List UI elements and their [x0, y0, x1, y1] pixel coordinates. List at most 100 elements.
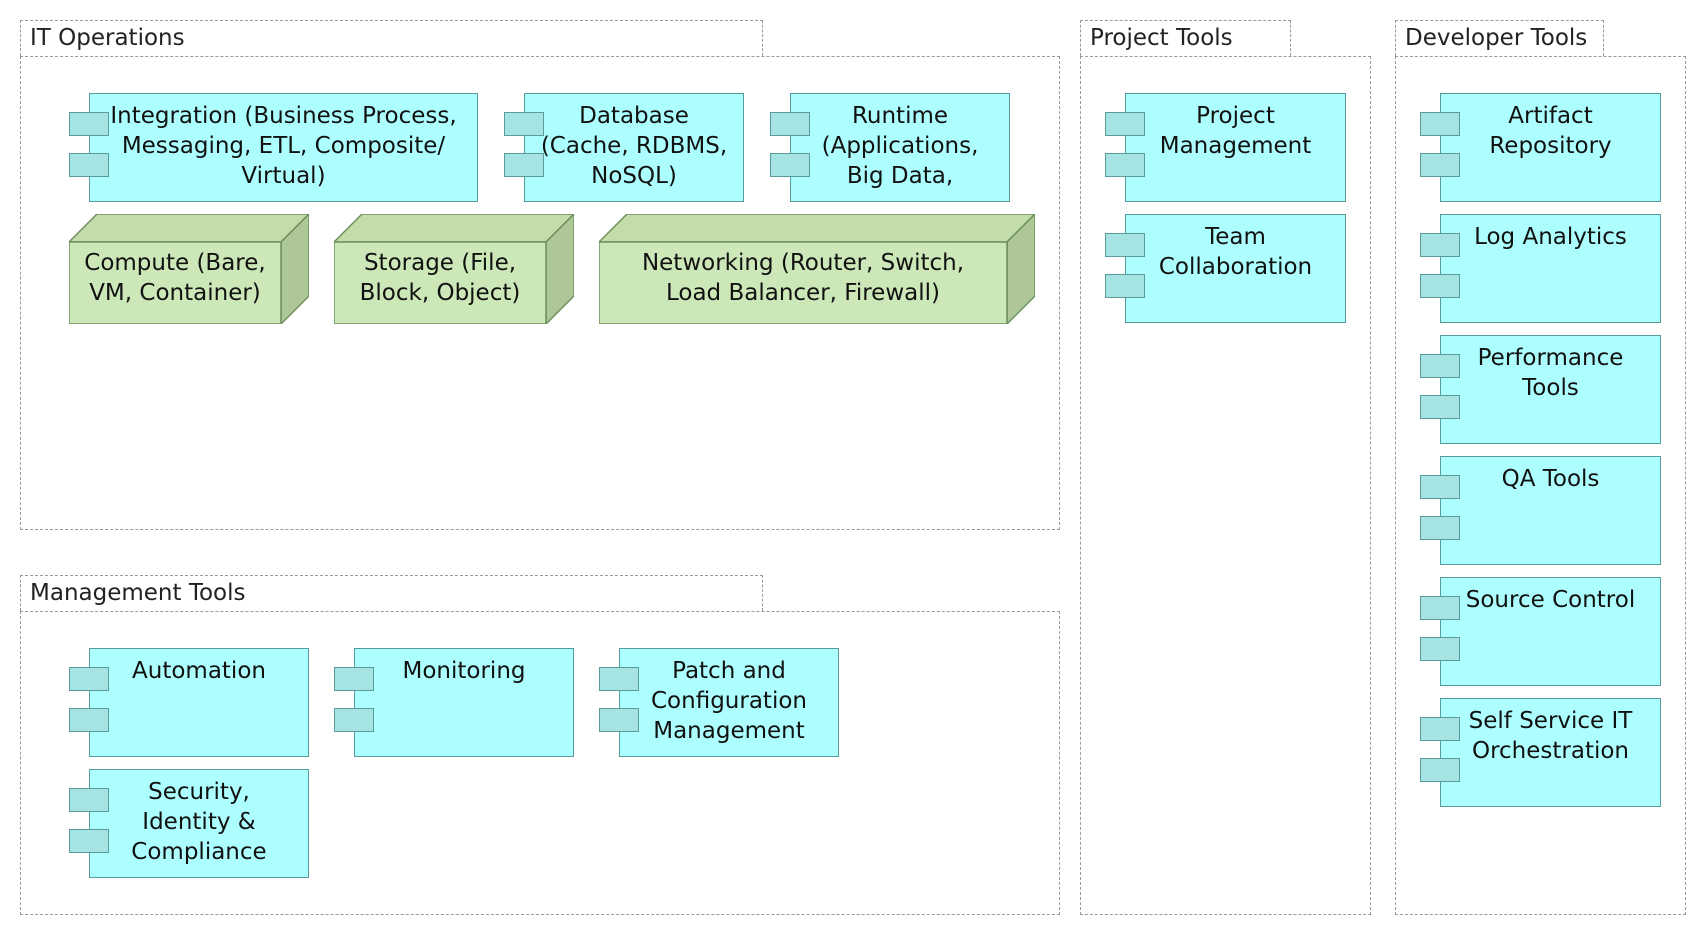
group-developer-tools: Developer Tools — [1395, 20, 1686, 915]
node-label: Compute (Bare, VM, Container) — [84, 250, 266, 306]
component-port-icon — [770, 112, 810, 136]
component-log-analytics: Log Analytics — [1420, 214, 1661, 323]
group-title: Developer Tools — [1405, 25, 1588, 51]
component-label: Performance Tools — [1477, 345, 1624, 401]
component-project-management: Project Management — [1105, 93, 1346, 202]
component-port-icon — [1420, 717, 1460, 741]
node-box-shape — [69, 214, 309, 324]
component-port-icon — [1420, 153, 1460, 177]
group-title: Management Tools — [30, 580, 246, 606]
group-it-operations: IT Operations — [20, 20, 1060, 530]
component-port-icon — [504, 153, 544, 177]
group-project-tools: Project Tools — [1080, 20, 1371, 915]
component-port-icon — [1420, 395, 1460, 419]
component-port-icon — [1420, 112, 1460, 136]
component-port-icon — [1420, 596, 1460, 620]
component-port-icon — [770, 153, 810, 177]
node-compute: Compute (Bare, VM, Container) — [69, 214, 309, 324]
component-qa-tools: QA Tools — [1420, 456, 1661, 565]
component-security: Security, Identity & Compliance — [69, 769, 309, 878]
group-title: Project Tools — [1090, 25, 1233, 51]
component-label: Team Collaboration — [1158, 224, 1313, 280]
group-tab: Developer Tools — [1395, 20, 1604, 56]
node-box-shape — [334, 214, 574, 324]
component-self-service: Self Service IT Orchestration — [1420, 698, 1661, 807]
component-body — [1125, 93, 1346, 202]
group-tab: Management Tools — [20, 575, 763, 611]
component-port-icon — [1420, 354, 1460, 378]
component-body — [89, 93, 478, 202]
component-label: Monitoring — [402, 658, 526, 684]
component-monitoring: Monitoring — [334, 648, 574, 757]
group-frame — [1080, 56, 1371, 915]
node-label: Networking (Router, Switch, Load Balance… — [641, 250, 965, 306]
component-body — [1440, 335, 1661, 444]
component-port-icon — [1105, 153, 1145, 177]
component-team-collaboration: Team Collaboration — [1105, 214, 1346, 323]
component-label: Integration (Business Process, Messaging… — [110, 103, 457, 189]
component-port-icon — [599, 708, 639, 732]
component-label: Runtime (Applications, Big Data, — [821, 103, 979, 189]
component-body — [1440, 214, 1661, 323]
component-performance-tools: Performance Tools — [1420, 335, 1661, 444]
component-body — [354, 648, 574, 757]
component-port-icon — [69, 153, 109, 177]
component-port-icon — [1420, 233, 1460, 257]
node-label: Storage (File, Block, Object) — [359, 250, 521, 306]
component-port-icon — [1420, 637, 1460, 661]
component-port-icon — [504, 112, 544, 136]
component-database: Database (Cache, RDBMS, NoSQL) — [504, 93, 744, 202]
component-port-icon — [69, 667, 109, 691]
component-label: Source Control — [1465, 587, 1636, 613]
component-body — [619, 648, 839, 757]
component-port-icon — [69, 112, 109, 136]
component-port-icon — [1420, 758, 1460, 782]
component-body — [790, 93, 1010, 202]
component-body — [524, 93, 744, 202]
component-source-control: Source Control — [1420, 577, 1661, 686]
group-frame — [1395, 56, 1686, 915]
component-label: Log Analytics — [1474, 224, 1627, 250]
component-label: Project Management — [1159, 103, 1312, 159]
component-port-icon — [69, 829, 109, 853]
component-port-icon — [1105, 233, 1145, 257]
node-networking: Networking (Router, Switch, Load Balance… — [599, 214, 1035, 324]
component-port-icon — [1105, 274, 1145, 298]
component-label: Automation — [132, 658, 266, 684]
component-patch-configuration: Patch and Configuration Management — [599, 648, 839, 757]
component-port-icon — [69, 788, 109, 812]
group-frame — [20, 56, 1060, 530]
component-port-icon — [1420, 274, 1460, 298]
component-body — [89, 769, 309, 878]
component-automation: Automation — [69, 648, 309, 757]
component-label: Self Service IT Orchestration — [1468, 708, 1633, 764]
component-port-icon — [1105, 112, 1145, 136]
component-body — [1440, 93, 1661, 202]
component-port-icon — [1420, 475, 1460, 499]
group-tab: Project Tools — [1080, 20, 1291, 56]
component-body — [1440, 456, 1661, 565]
group-frame — [20, 611, 1060, 915]
node-box-shape — [599, 214, 1035, 324]
component-body — [1440, 577, 1661, 686]
component-runtime: Runtime (Applications, Big Data, — [770, 93, 1010, 202]
component-label: Database (Cache, RDBMS, NoSQL) — [540, 103, 728, 189]
component-port-icon — [334, 708, 374, 732]
component-body — [1125, 214, 1346, 323]
group-title: IT Operations — [30, 25, 185, 51]
node-storage: Storage (File, Block, Object) — [334, 214, 574, 324]
component-port-icon — [334, 667, 374, 691]
group-tab: IT Operations — [20, 20, 763, 56]
group-management-tools: Management Tools — [20, 575, 1060, 915]
component-label: QA Tools — [1501, 466, 1600, 492]
component-label: Patch and Configuration Management — [651, 658, 807, 744]
component-body — [1440, 698, 1661, 807]
component-port-icon — [599, 667, 639, 691]
component-artifact-repository: Artifact Repository — [1420, 93, 1661, 202]
component-label: Security, Identity & Compliance — [131, 779, 267, 865]
component-port-icon — [1420, 516, 1460, 540]
component-body — [89, 648, 309, 757]
component-port-icon — [69, 708, 109, 732]
component-label: Artifact Repository — [1489, 103, 1612, 159]
component-integration: Integration (Business Process, Messaging… — [69, 93, 478, 202]
